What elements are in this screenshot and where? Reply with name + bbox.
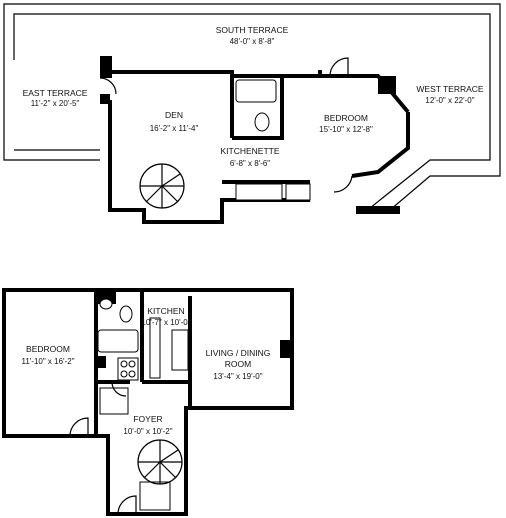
lower-column-3 (280, 340, 292, 358)
foyer-label: FOYER (133, 414, 162, 424)
upper-column-4 (356, 206, 400, 214)
lower-burner-3 (120, 370, 128, 378)
lower-door-foyer (69, 417, 89, 437)
lower-toilet (119, 305, 133, 323)
east-terrace-outline (3, 60, 100, 161)
south-terrace-label: SOUTH TERRACE (216, 25, 289, 35)
west-terrace-label: WEST TERRACE (416, 84, 484, 94)
lower-door-kitchen (111, 381, 127, 397)
south-terrace-dims: 48'-0" x 8'-8" (230, 37, 275, 46)
upper-bedroom-label: BEDROOM (324, 113, 368, 123)
upper-door-south (329, 57, 349, 77)
upper-door-east (99, 77, 117, 95)
living-dining-dims: 13'-4" x 19'-0" (213, 372, 262, 381)
upper-level: SOUTH TERRACE 48'-0" x 8'-8" EAST TERRAC… (3, 3, 501, 224)
living-dining-label-2: ROOM (225, 359, 251, 369)
lower-door-entry (117, 495, 137, 515)
lower-sink (99, 298, 113, 310)
lower-burner-1 (120, 360, 128, 368)
upper-tub (235, 79, 277, 103)
lower-tub (97, 329, 139, 353)
lower-island (171, 329, 189, 371)
upper-kitchenette-counter (235, 183, 283, 201)
upper-door-west (333, 175, 353, 193)
kitchenette-dims: 6'-8" x 8'-6" (230, 159, 270, 168)
kitchen-label: KITCHEN (147, 306, 184, 316)
west-terrace-dims: 12'-0" x 22'-0" (425, 96, 474, 105)
east-terrace-dims: 11'-2" x 20'-5" (31, 99, 80, 108)
living-dining-label-1: LIVING / DINING (206, 348, 271, 358)
upper-column-2 (100, 94, 110, 104)
lower-bedroom-dims: 11'-10" x 16'-2" (21, 357, 74, 366)
upper-closet (285, 183, 311, 201)
lower-kitchen-counter (149, 317, 161, 379)
lower-column-2 (96, 356, 106, 368)
lower-closet (99, 387, 129, 415)
lower-entry-closet (139, 481, 171, 511)
lower-burner-2 (128, 360, 136, 368)
den-dims: 16'-2" x 11'-4" (150, 124, 199, 133)
lower-bedroom-label: BEDROOM (26, 344, 70, 354)
lower-stair-treads (138, 440, 182, 484)
lower-outer-wall (2, 288, 294, 516)
kitchenette-label: KITCHENETTE (220, 146, 279, 156)
upper-toilet (254, 112, 270, 132)
lower-level: BEDROOM 11'-10" x 16'-2" KITCHEN 10'-7" … (2, 288, 294, 516)
kitchen-dims: 10'-7" x 10'-0" (141, 318, 190, 327)
upper-stair-treads (140, 164, 184, 208)
lower-range (117, 357, 139, 381)
den-label: DEN (165, 110, 183, 120)
upper-column-1 (100, 56, 112, 78)
upper-column-3 (378, 76, 396, 94)
foyer-dims: 10'-0" x 10'-2" (123, 427, 172, 436)
upper-bedroom-dims: 15'-10" x 12'-8" (319, 125, 373, 134)
east-terrace-label: EAST TERRACE (23, 88, 88, 98)
lower-burner-4 (128, 370, 136, 378)
upper-west-wall (351, 112, 410, 178)
